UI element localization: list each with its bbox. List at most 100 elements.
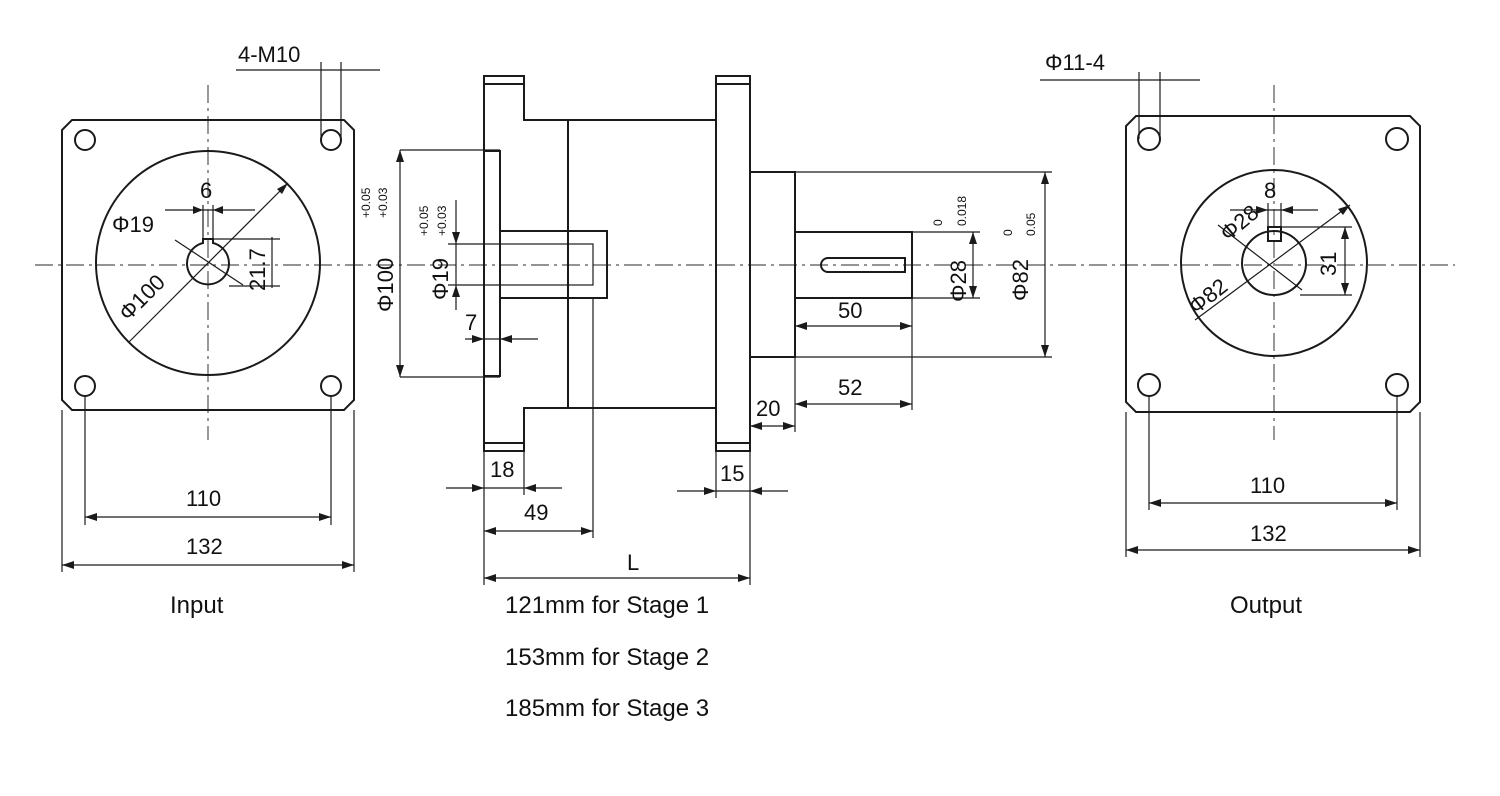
side-spigot-len-label: 20 (756, 396, 780, 421)
input-key-arrow-r (213, 206, 223, 214)
side-shaft-tol-lower: 0.018 (955, 196, 969, 226)
output-spigot-circle (1180, 169, 1368, 357)
output-flange-outline (1125, 115, 1421, 413)
side-view: Φ100 +0.05 +0.03 Φ19 +0.05 +0.03 7 18 49 (359, 75, 1052, 722)
side-pilot-arrow-t (396, 150, 404, 162)
side-spigot-tol-lower: 0.05 (1024, 212, 1038, 236)
output-bolt-hole-tl (1137, 127, 1161, 151)
output-key (1267, 226, 1282, 242)
side-key-len-label: 50 (838, 298, 862, 323)
output-height-arrow-t (1341, 227, 1349, 239)
side-pilot-label: Φ100 (373, 258, 398, 312)
input-flange-label: 132 (186, 534, 223, 559)
input-view: 4-M10 6 Φ19 21.7 Φ100 110 132 Input (61, 42, 380, 619)
side-50-arrow-l (795, 322, 807, 330)
input-pilot-arrow (277, 183, 288, 194)
output-key-arrow-r (1281, 206, 1293, 214)
side-input-flange (483, 75, 569, 452)
output-bolt-hole-bl (1137, 373, 1161, 397)
side-output-shaft (794, 231, 913, 299)
stage-2-note: 153mm for Stage 2 (505, 644, 709, 671)
side-50-arrow-r (900, 322, 912, 330)
side-shaft-len-label: 52 (838, 375, 862, 400)
input-pilot-circle (95, 150, 321, 376)
output-key-height-label: 31 (1316, 252, 1341, 276)
side-bore-label: Φ19 (428, 258, 453, 300)
side-L-arrow-r (738, 574, 750, 582)
output-shaft-leader (1217, 224, 1303, 291)
side-offset-arrow-r (500, 335, 512, 343)
input-view-title: Input (170, 592, 224, 619)
side-in-flange-label: 18 (490, 457, 514, 482)
side-spigot-tol-upper: 0 (1001, 229, 1015, 236)
output-bolt-hole-tr (1385, 127, 1409, 151)
output-spigot-leader (1194, 204, 1351, 321)
side-input-pilot (483, 150, 501, 377)
side-input-bore-inner (499, 243, 594, 286)
side-output-bolt-bot (715, 442, 751, 452)
side-20-arrow-l (750, 422, 762, 430)
output-132-arrow-l (1126, 546, 1138, 554)
input-bolt-hole-tl (74, 129, 96, 151)
input-bore-keyway (186, 238, 230, 286)
output-spigot-label: Φ82 (1184, 273, 1233, 319)
input-flange-outline (61, 119, 355, 411)
side-length-label: L (627, 550, 639, 575)
input-bore-label: Φ19 (112, 212, 154, 237)
input-bolt-hole-bl (74, 375, 96, 397)
output-key-arrow-l (1256, 206, 1268, 214)
side-input-bolt-bot (483, 442, 525, 452)
side-18-arrow-r (524, 484, 536, 492)
output-spigot-arrow (1338, 205, 1350, 215)
side-offset-arrow-l (472, 335, 484, 343)
input-bolt-pitch-label: 110 (186, 486, 221, 511)
input-bolt-label: 4-M10 (238, 42, 300, 67)
output-height-arrow-b (1341, 283, 1349, 295)
input-110-arrow-r (319, 513, 331, 521)
input-pilot-leader (128, 182, 289, 343)
side-15-arrow-r (750, 487, 762, 495)
output-view: Φ11-4 8 Φ28 31 Φ82 110 132 (1040, 50, 1421, 619)
side-pilot-tol-lower: +0.03 (376, 187, 390, 218)
output-bolt-label: Φ11-4 (1045, 50, 1105, 75)
input-bolt-hole-tr (320, 129, 342, 151)
input-132-arrow-l (62, 561, 74, 569)
side-offset-label: 7 (465, 310, 477, 335)
side-shaft-arrow-b (969, 286, 977, 298)
stage-1-note: 121mm for Stage 1 (505, 592, 709, 619)
side-body (567, 119, 717, 409)
side-bore-tol-upper: +0.05 (417, 205, 431, 236)
output-110-arrow-l (1149, 499, 1161, 507)
input-132-arrow-r (342, 561, 354, 569)
output-key-width-label: 8 (1264, 178, 1276, 203)
side-52-arrow-r (900, 400, 912, 408)
side-bore-tol-lower: +0.03 (435, 205, 449, 236)
side-input-bolt-top (483, 75, 525, 85)
side-20-arrow-r (783, 422, 795, 430)
stage-3-note: 185mm for Stage 3 (505, 695, 709, 722)
side-15-arrow-l (704, 487, 716, 495)
side-shaft-label: Φ28 (946, 260, 971, 302)
output-132-arrow-r (1408, 546, 1420, 554)
side-49-arrow-l (484, 527, 496, 535)
side-in-depth-label: 49 (524, 500, 548, 525)
output-flange-label: 132 (1250, 521, 1287, 546)
side-shaft-tol-upper: 0 (931, 219, 945, 226)
output-110-arrow-r (1385, 499, 1397, 507)
side-shaft-arrow-t (969, 232, 977, 244)
input-pilot-label: Φ100 (114, 269, 170, 325)
side-pilot-arrow-b (396, 365, 404, 377)
input-key-arrow-l (193, 206, 203, 214)
side-spigot-arrow-b (1041, 345, 1049, 357)
input-key-width-label: 6 (200, 178, 212, 203)
side-pilot-tol-upper: +0.05 (359, 187, 373, 218)
side-spigot-label: Φ82 (1008, 259, 1033, 301)
side-output-keyway (820, 257, 906, 273)
output-shaft-circle (1241, 230, 1307, 296)
side-output-bolt-top (715, 75, 751, 85)
side-spigot-arrow-t (1041, 172, 1049, 184)
side-L-arrow-l (484, 574, 496, 582)
side-out-flange-label: 15 (720, 461, 744, 486)
output-bolt-pitch-label: 110 (1250, 473, 1285, 498)
